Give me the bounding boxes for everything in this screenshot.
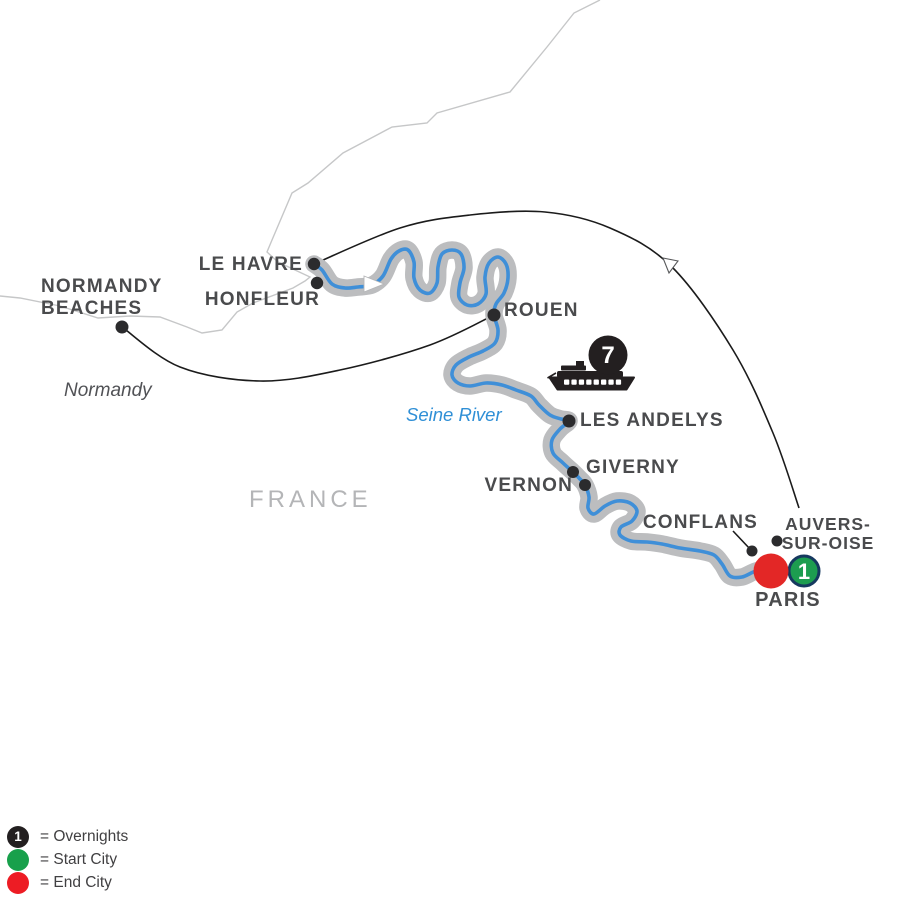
city-label-le-havre: LE HAVRE xyxy=(198,254,303,275)
city-dot-le-havre xyxy=(307,257,321,271)
ship-icon xyxy=(547,361,635,391)
end-city-legend-icon xyxy=(7,871,29,894)
river-label-seine: Seine River xyxy=(406,404,502,425)
city-label-rouen: ROUEN xyxy=(504,300,579,321)
start-city-legend-icon xyxy=(7,848,29,871)
map-legend: 1 = Overnights = Start City = End City xyxy=(7,825,128,894)
city-dot-vernon xyxy=(579,479,591,491)
city-label-les-andelys: LES ANDELYS xyxy=(580,410,724,431)
overnights-legend-icon: 1 xyxy=(7,825,29,848)
paris-overnight-count: 1 xyxy=(798,559,810,584)
transfer-direction-arrow-icon xyxy=(662,257,679,275)
city-dot-honfleur xyxy=(310,276,324,290)
auvers-line1: AUVERS- xyxy=(785,514,871,534)
normandy-beaches-line2: BEACHES xyxy=(41,298,143,319)
river-direction-arrow-icon xyxy=(363,275,386,293)
city-label-auvers-sur-oise: AUVERS- SUR-OISE xyxy=(758,515,898,552)
start-city-marker: 1 xyxy=(787,554,821,588)
cruise-nights-count: 7 xyxy=(601,342,614,369)
normandy-beaches-line1: NORMANDY xyxy=(41,276,163,297)
country-label-france: FRANCE xyxy=(249,486,372,513)
city-label-giverny: GIVERNY xyxy=(586,457,680,478)
region-label-normandy: Normandy xyxy=(64,380,152,401)
end-city-marker xyxy=(753,553,789,589)
cruise-nights-badge: 7 xyxy=(588,335,628,375)
city-dot-giverny xyxy=(567,466,579,478)
city-dot-normandy-beaches xyxy=(115,320,129,334)
seine-river-line xyxy=(312,247,772,580)
overnights-legend-label: = Overnights xyxy=(40,827,129,845)
excursion-route-line xyxy=(121,314,495,382)
end-city-legend-label: = End City xyxy=(40,873,112,891)
coastline xyxy=(0,0,601,334)
transfer-route-line xyxy=(313,210,800,509)
city-label-honfleur: HONFLEUR xyxy=(204,289,320,310)
city-dot-auvers-sur-oise xyxy=(771,535,783,547)
city-dot-rouen xyxy=(487,308,501,322)
conflans-pointer-line xyxy=(732,530,751,550)
legend-row-overnights: 1 = Overnights xyxy=(7,825,128,848)
legend-row-end-city: = End City xyxy=(7,871,128,894)
city-dot-conflans xyxy=(746,545,758,557)
auvers-line2: SUR-OISE xyxy=(781,532,875,553)
city-label-conflans: CONFLANS xyxy=(642,512,758,533)
start-city-legend-label: = Start City xyxy=(40,850,118,868)
city-label-normandy-beaches: NORMANDY BEACHES xyxy=(41,276,163,320)
city-dot-les-andelys xyxy=(562,414,576,428)
legend-row-start-city: = Start City xyxy=(7,848,128,871)
city-label-vernon: VERNON xyxy=(484,475,573,496)
city-label-paris: PARIS xyxy=(755,589,821,611)
